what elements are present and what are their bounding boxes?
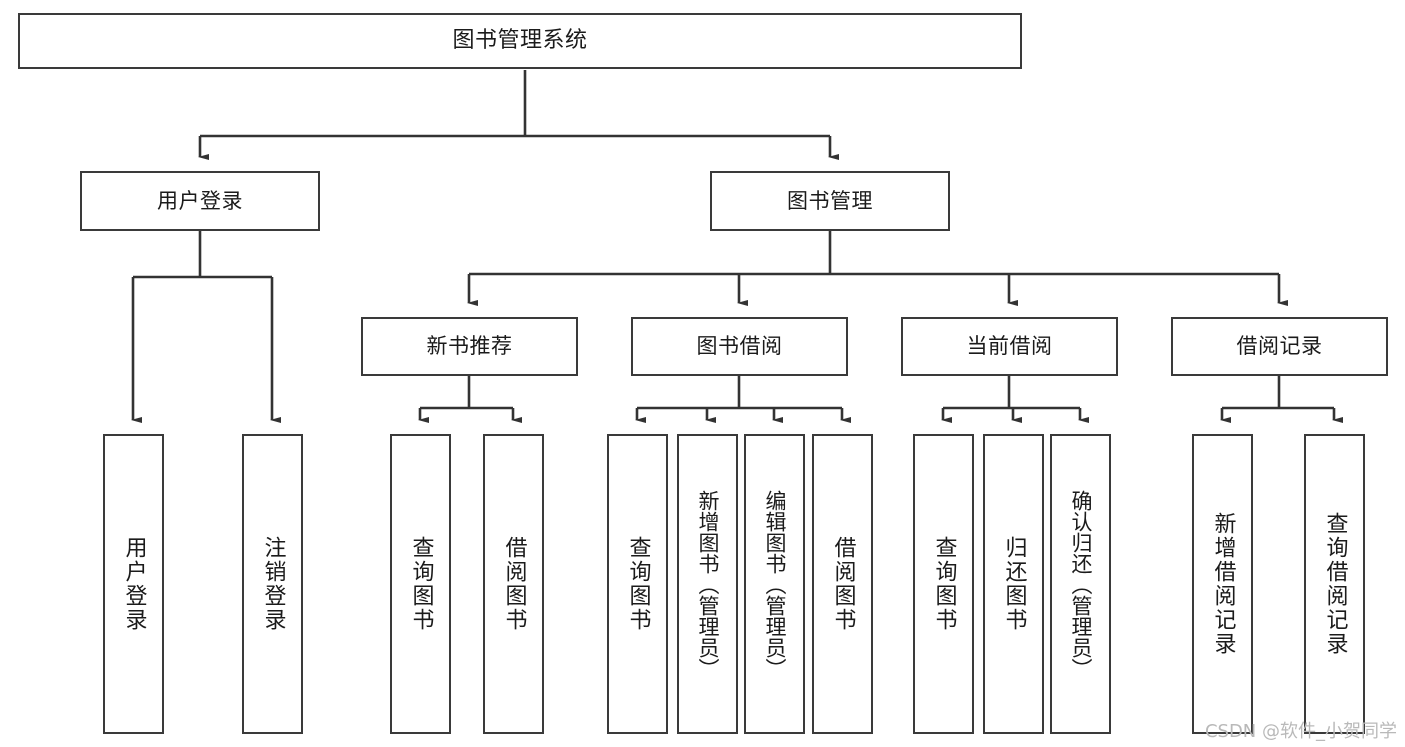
node-borrow-record-label: 借阅记录 <box>1236 334 1323 359</box>
leaf-query-book-1-label: 查询图书 <box>408 536 434 632</box>
leaf-edit-book[interactable]: 编辑图书（管理员） <box>744 434 805 734</box>
leaf-logout-label: 注销登录 <box>260 536 286 632</box>
leaf-user-login-label: 用户登录 <box>121 536 147 632</box>
node-new-book-rec-label: 新书推荐 <box>426 334 513 359</box>
leaf-return-book-label: 归还图书 <box>1001 536 1027 632</box>
leaf-confirm-return[interactable]: 确认归还（管理员） <box>1050 434 1111 734</box>
node-current-borrow[interactable]: 当前借阅 <box>901 317 1118 376</box>
watermark: CSDN @软件_小贺同学 <box>1204 721 1397 742</box>
leaf-borrow-book-1[interactable]: 借阅图书 <box>483 434 544 734</box>
node-book-borrow-label: 图书借阅 <box>696 334 783 359</box>
node-book-manage[interactable]: 图书管理 <box>710 171 950 231</box>
leaf-query-book-1[interactable]: 查询图书 <box>390 434 451 734</box>
node-new-book-rec[interactable]: 新书推荐 <box>361 317 578 376</box>
node-borrow-record[interactable]: 借阅记录 <box>1171 317 1388 376</box>
node-user-login[interactable]: 用户登录 <box>80 171 320 231</box>
node-root[interactable]: 图书管理系统 <box>18 13 1022 69</box>
leaf-user-login[interactable]: 用户登录 <box>103 434 164 734</box>
leaf-query-book-2[interactable]: 查询图书 <box>607 434 668 734</box>
leaf-query-record[interactable]: 查询借阅记录 <box>1304 434 1365 734</box>
node-current-borrow-label: 当前借阅 <box>966 334 1053 359</box>
node-book-manage-label: 图书管理 <box>787 188 873 213</box>
leaf-add-record-label: 新增借阅记录 <box>1210 512 1236 656</box>
leaf-add-book-label: 新增图书（管理员） <box>696 489 720 679</box>
node-user-login-label: 用户登录 <box>157 188 243 213</box>
leaf-add-book[interactable]: 新增图书（管理员） <box>677 434 738 734</box>
leaf-logout[interactable]: 注销登录 <box>242 434 303 734</box>
leaf-borrow-book-2[interactable]: 借阅图书 <box>812 434 873 734</box>
leaf-add-record[interactable]: 新增借阅记录 <box>1192 434 1253 734</box>
leaf-query-record-label: 查询借阅记录 <box>1322 512 1348 656</box>
leaf-edit-book-label: 编辑图书（管理员） <box>763 489 787 679</box>
node-book-borrow[interactable]: 图书借阅 <box>631 317 848 376</box>
node-root-label: 图书管理系统 <box>452 28 588 54</box>
leaf-query-book-3-label: 查询图书 <box>931 536 957 632</box>
leaf-borrow-book-1-label: 借阅图书 <box>501 536 527 632</box>
leaf-return-book[interactable]: 归还图书 <box>983 434 1044 734</box>
leaf-confirm-return-label: 确认归还（管理员） <box>1069 489 1093 679</box>
leaf-borrow-book-2-label: 借阅图书 <box>830 536 856 632</box>
leaf-query-book-2-label: 查询图书 <box>625 536 651 632</box>
leaf-query-book-3[interactable]: 查询图书 <box>913 434 974 734</box>
